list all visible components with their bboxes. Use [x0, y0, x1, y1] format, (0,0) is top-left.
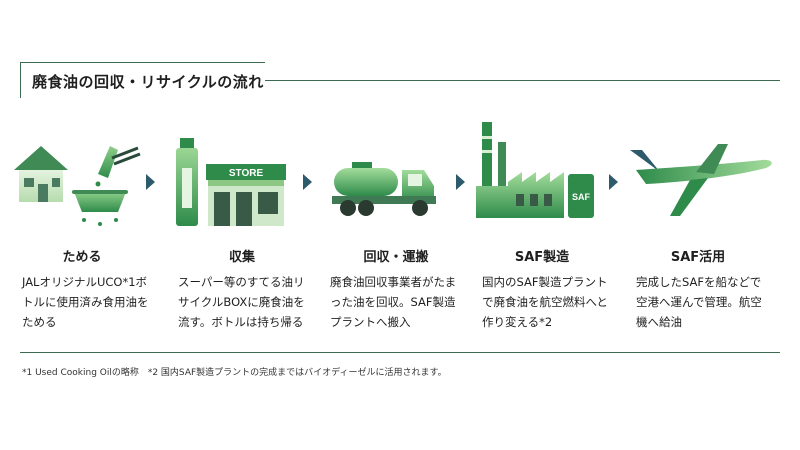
page-title: 廃食油の回収・リサイクルの流れ	[32, 73, 264, 91]
step-4-title: SAF製造	[514, 250, 570, 265]
tanker-truck-icon	[332, 162, 436, 216]
step-3-desc: 廃食油回収事業者がたまった油を回収。SAF製造プラントへ搬入	[330, 275, 457, 329]
footer-rule	[20, 352, 780, 353]
flow-arrow-4	[609, 174, 618, 190]
step-3-title: 回収・運搬	[363, 250, 429, 265]
store-icon: STORE	[176, 138, 286, 226]
flow-arrow-2	[303, 174, 312, 190]
house-cooking-icon	[14, 146, 141, 226]
header-rule	[265, 80, 780, 81]
saf-tank-label: SAF	[572, 192, 591, 202]
footnote: *1 Used Cooking Oilの略称 *2 国内SAF製造プラントの完成…	[22, 368, 447, 378]
step-5-desc: 完成したSAFを船などで空港へ運んで管理。航空機へ給油	[636, 275, 762, 329]
step-1-title: ためる	[62, 250, 102, 265]
section-header: 廃食油の回収・リサイクルの流れ	[20, 62, 780, 98]
step-1-desc: JALオリジナルUCO*1ボトルに使用済み食用油をためる	[22, 275, 149, 329]
factory-icon: SAF	[476, 122, 594, 218]
step-4-desc: 国内のSAF製造プラントで廃食油を航空燃料へと作り変える*2	[482, 275, 608, 329]
step-5-title: SAF活用	[670, 250, 726, 265]
step-2-title: 収集	[228, 250, 255, 265]
airplane-icon	[630, 144, 772, 216]
header-frame	[20, 62, 265, 98]
store-sign-label: STORE	[229, 168, 264, 179]
flow-arrow-3	[456, 174, 465, 190]
step-2-desc: スーパー等のすてる油リサイクルBOXに廃食油を流す。ボトルは持ち帰る	[178, 275, 305, 329]
flow-arrow-1	[146, 174, 155, 190]
